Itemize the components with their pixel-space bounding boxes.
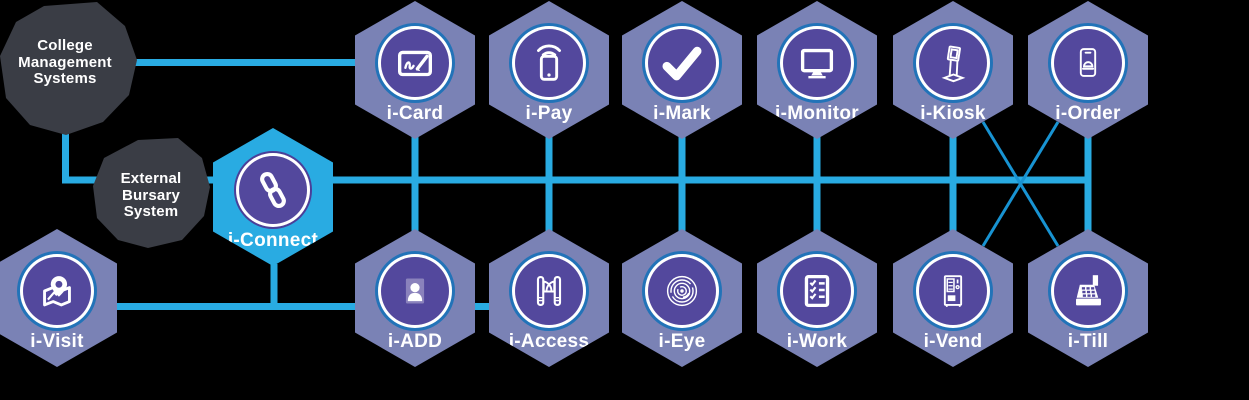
checkmark-icon	[656, 37, 708, 89]
label-college-management-systems: College Management Systems	[2, 37, 128, 88]
order-phone-icon	[1065, 40, 1111, 86]
node-label: i-Card	[386, 103, 444, 124]
node-label: i-Connect	[227, 230, 319, 251]
chain-link-icon	[251, 168, 295, 212]
id-photo-icon	[392, 268, 438, 314]
node-i-access: i-Access	[489, 229, 609, 367]
node-badge	[239, 156, 307, 224]
wire-cms-to-ebs	[62, 128, 101, 184]
node-i-eye: i-Eye	[622, 229, 742, 367]
node-badge	[648, 257, 716, 325]
node-badge	[515, 257, 583, 325]
node-label: i-Order	[1055, 103, 1121, 124]
iris-scan-icon	[659, 268, 705, 314]
node-badge	[381, 257, 449, 325]
blob-external-bursary-system	[93, 138, 210, 248]
blob-label-line: Management	[18, 53, 112, 71]
monitor-icon	[794, 40, 840, 86]
node-badge	[23, 257, 91, 325]
node-i-pay: i-Pay	[489, 1, 609, 139]
node-label: i-Eye	[658, 331, 706, 352]
node-badge	[783, 257, 851, 325]
blob-college-management-systems	[0, 2, 137, 135]
node-label: i-Pay	[525, 103, 573, 124]
checklist-icon	[794, 268, 840, 314]
node-i-connect: i-Connect	[213, 128, 333, 266]
node-label: i-Access	[508, 331, 590, 352]
node-badge	[381, 29, 449, 97]
node-badge	[1054, 29, 1122, 97]
kiosk-icon	[930, 40, 976, 86]
turnstile-icon	[526, 268, 572, 314]
blob-label-line: College	[37, 37, 93, 54]
node-i-work: i-Work	[757, 229, 877, 367]
node-i-kiosk: i-Kiosk	[893, 1, 1013, 139]
node-i-mark: i-Mark	[622, 1, 742, 139]
blob-label-line: External	[120, 170, 182, 187]
node-label: i-Monitor	[775, 103, 859, 124]
blob-label-line: Bursary	[121, 186, 181, 204]
map-pin-icon	[34, 268, 80, 314]
node-i-card: i-Card	[355, 1, 475, 139]
node-label: i-Vend	[923, 331, 983, 352]
vending-machine-icon	[930, 268, 976, 314]
node-label: i-Till	[1067, 331, 1109, 352]
node-label: i-Mark	[653, 103, 711, 124]
node-i-till: i-Till	[1028, 229, 1148, 367]
node-badge	[919, 29, 987, 97]
node-i-monitor: i-Monitor	[757, 1, 877, 139]
blob-label-line: Systems	[33, 70, 97, 87]
wire-iorder-to-ivend-diagonal	[981, 121, 1060, 247]
node-i-order: i-Order	[1028, 1, 1148, 139]
node-label: i-Visit	[30, 331, 84, 352]
node-i-vend: i-Vend	[893, 229, 1013, 367]
label-external-bursary-system: External Bursary System	[93, 170, 209, 221]
node-badge	[515, 29, 583, 97]
blob-label-line: System	[123, 203, 179, 220]
node-badge	[919, 257, 987, 325]
node-badge	[1054, 257, 1122, 325]
node-label: i-ADD	[387, 331, 443, 352]
node-label: i-Kiosk	[920, 103, 986, 124]
phone-wifi-icon	[526, 40, 572, 86]
node-badge	[648, 29, 716, 97]
node-label: i-Work	[786, 331, 848, 352]
signature-card-icon	[392, 40, 438, 86]
node-i-add: i-ADD	[355, 229, 475, 367]
node-badge	[783, 29, 851, 97]
cash-register-icon	[1065, 268, 1111, 314]
